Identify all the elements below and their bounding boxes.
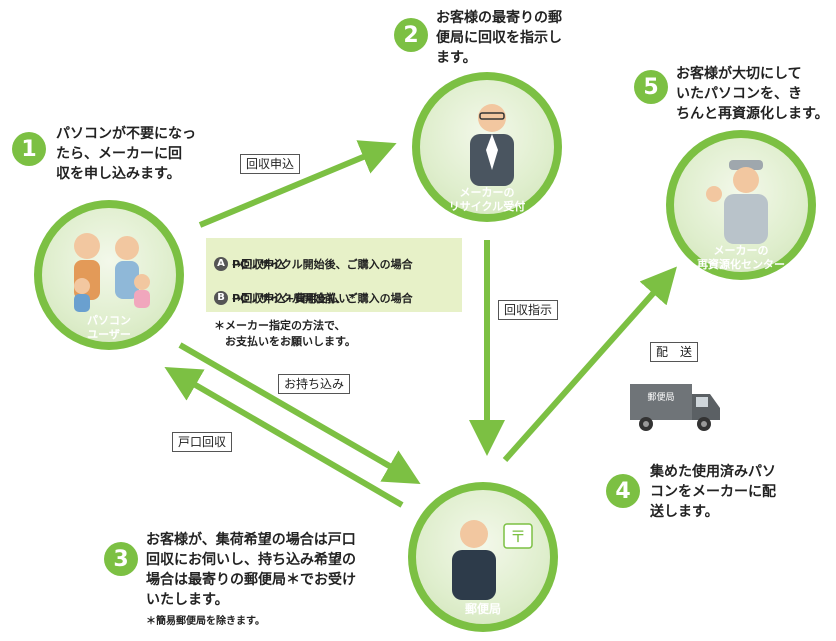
arrow-door-pickup: [164, 366, 404, 508]
step-2-number: 2: [394, 18, 428, 52]
step-5-number: 5: [634, 70, 668, 104]
payment-footnote: ＊メーカー指定の方法で、 お支払いをお願いします。: [214, 319, 356, 348]
step-5-text: お客様が大切にして いたパソコンを、き ちんと再資源化します。: [676, 66, 829, 122]
note-b-line1: PCリサイクル開始前、ご購入の場合: [232, 292, 413, 305]
node-recycle-center: メーカーの 再資源化センター: [666, 130, 816, 280]
step-4-text: 集めた使用済みパソ コンをメーカーに配 送します。: [650, 464, 776, 520]
step-1-number: 1: [12, 132, 46, 166]
arrow-bring-in: [178, 342, 421, 485]
note-b-badge: B: [214, 291, 228, 305]
note-a-line2: →回収申込: [232, 258, 286, 271]
note-b-row: B PCリサイクル開始前、ご購入の場合: [214, 276, 413, 306]
node-pc-user: パソコン ユーザー: [34, 200, 184, 350]
note-a-badge: A: [214, 257, 228, 271]
node-pc-user-label: パソコン ユーザー: [87, 314, 131, 341]
label-apply: 回収申込: [240, 154, 301, 174]
step-4-number: 4: [606, 474, 640, 508]
truck-sign: 郵便局: [647, 391, 674, 403]
payment-note-box: A PCリサイクル開始後、ご購入の場合 →回収申込 B PCリサイクル開始前、ご購入…: [206, 238, 462, 312]
node-post-office-label: 郵便局: [464, 602, 501, 616]
node-maker-reception: メーカーの リサイクル受付: [412, 72, 562, 222]
family-icon: [74, 233, 150, 312]
node-post-office: 〒 郵便局: [408, 482, 558, 632]
step-3-text: お客様が、集荷希望の場合は戸口 回収にお伺いし、持ち込み希望の 場合は最寄りの郵…: [146, 532, 356, 608]
node-recycle-center-label: メーカーの 再資源化センター: [697, 244, 785, 271]
step-3-footnote: ＊簡易郵便局を除きます。: [146, 616, 265, 627]
arrow-apply: [198, 140, 397, 228]
recycle-worker-icon: [706, 160, 768, 244]
label-delivery: 配 送: [650, 342, 699, 362]
note-a-row: A PCリサイクル開始後、ご購入の場合: [214, 242, 413, 272]
postal-clerk-icon: 〒: [452, 520, 533, 600]
step-1-text: パソコンが不要になっ たら、メーカーに回 収を申し込みます。: [56, 126, 196, 182]
node-maker-reception-label: メーカーの リサイクル受付: [448, 186, 526, 213]
step-3-number: 3: [104, 542, 138, 576]
label-instruct: 回収指示: [498, 300, 559, 320]
svg-text:〒: 〒: [510, 527, 526, 546]
arrow-delivery: [502, 266, 677, 462]
step-2-text: お客様の最寄りの郵 便局に回収を指示し ます。: [436, 10, 562, 66]
delivery-truck-icon: 郵便局: [630, 384, 720, 431]
note-b-line2: →回収申込+費用支払い*: [232, 292, 356, 305]
maker-staff-icon: [470, 104, 514, 186]
label-door-pickup: 戸口回収: [172, 432, 233, 452]
label-bring-in: お持ち込み: [278, 374, 351, 394]
note-a-line1: PCリサイクル開始後、ご購入の場合: [232, 258, 413, 271]
